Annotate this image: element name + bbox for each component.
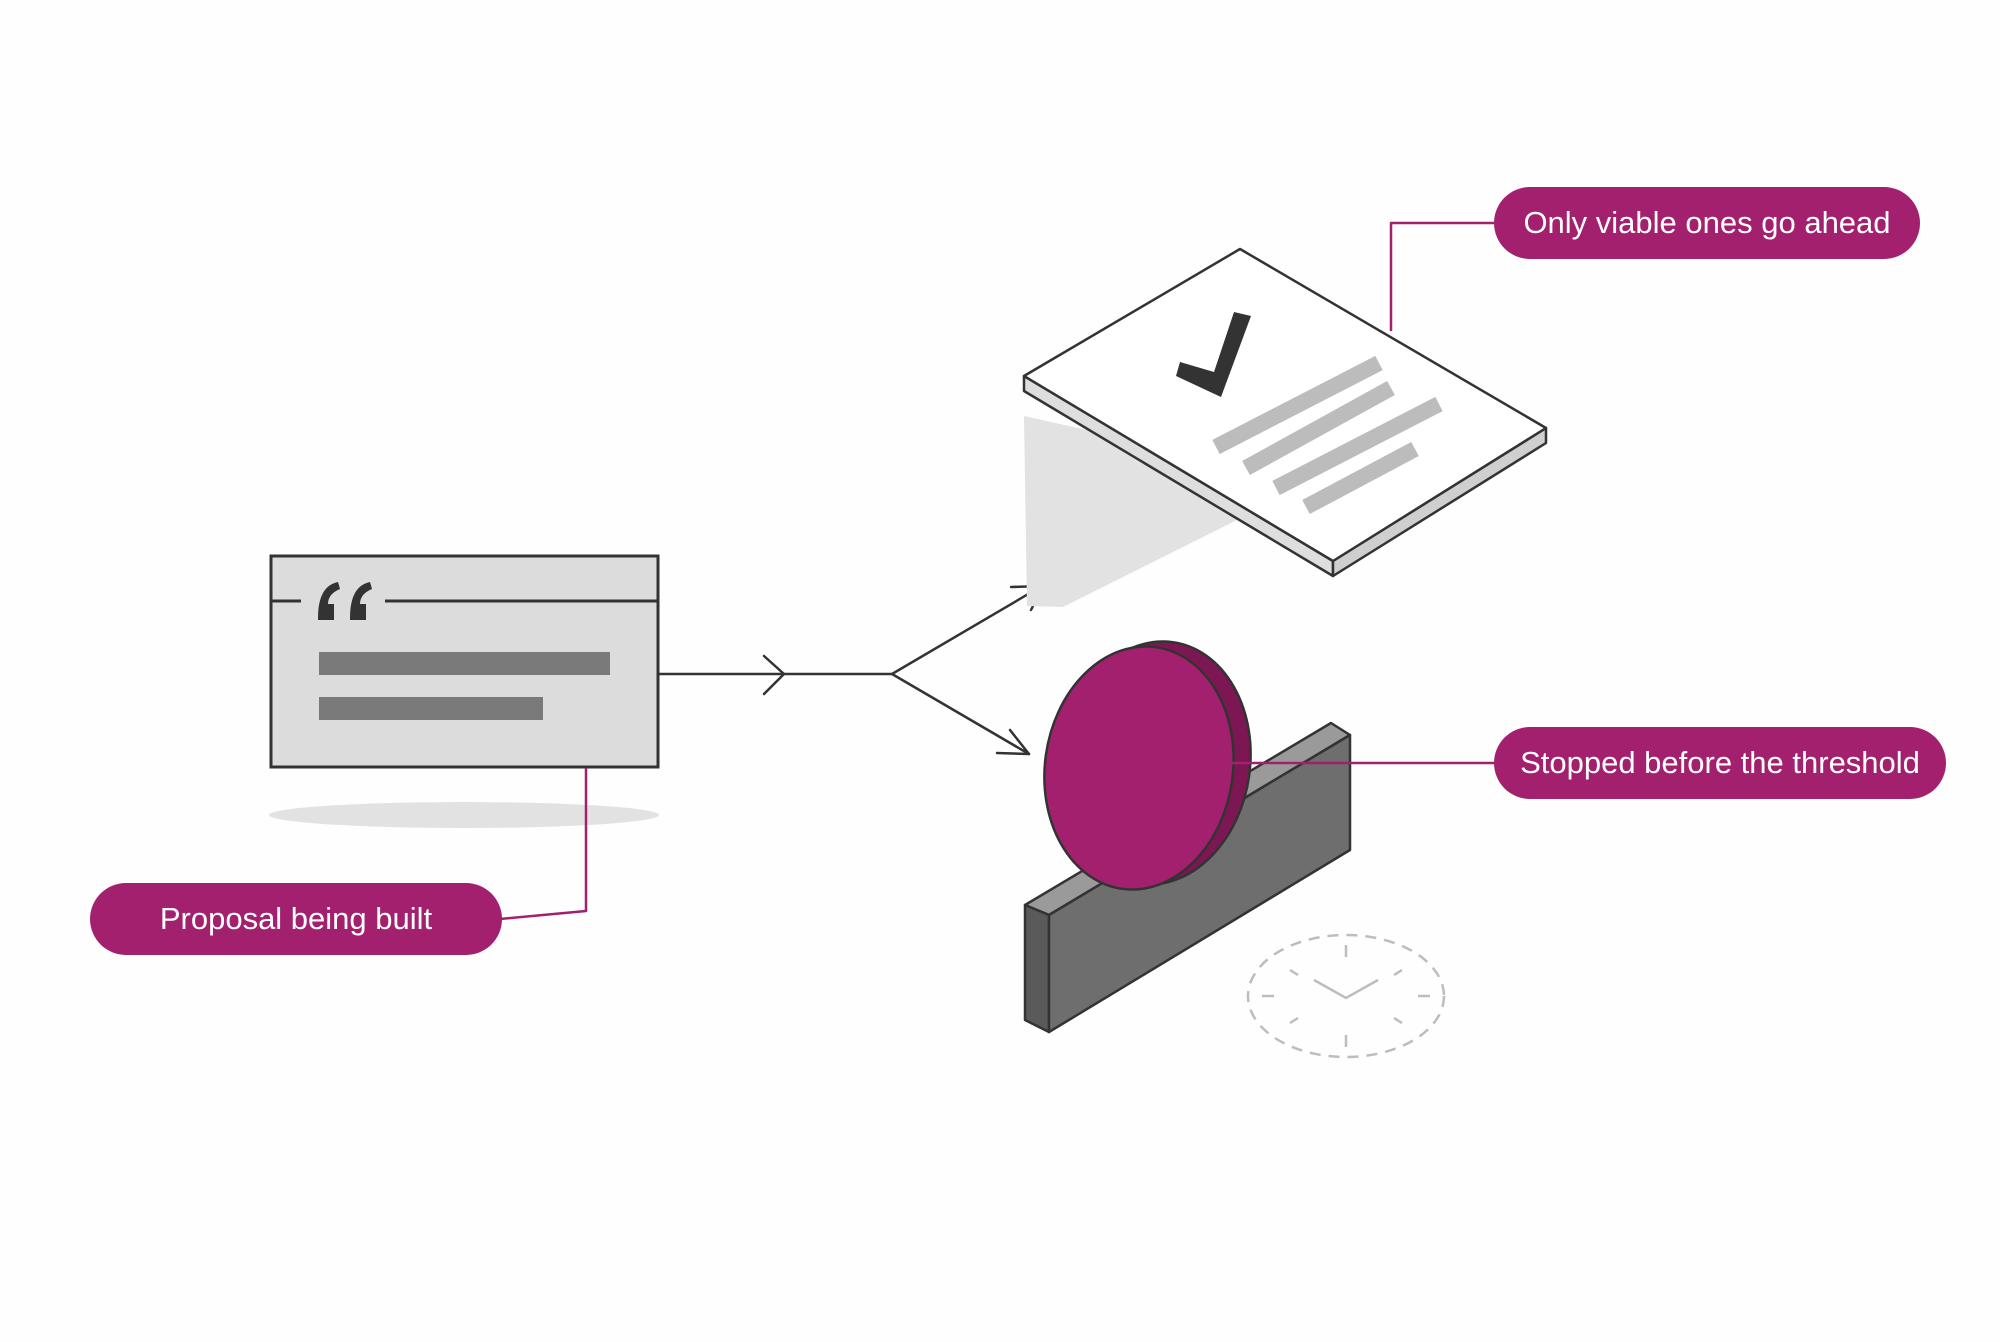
checkmark-icon — [1176, 312, 1251, 397]
stopped-label: Stopped before the threshold — [1494, 727, 1946, 799]
wall-front — [1023, 903, 1051, 1034]
proposal-leader-line — [499, 768, 588, 921]
clock-icon — [1246, 933, 1446, 1059]
wall-side — [1047, 733, 1352, 1034]
proposal-card — [269, 554, 660, 769]
disc-stop-icon — [1043, 640, 1252, 891]
document-text-lines — [1212, 355, 1443, 515]
approved-document — [1022, 247, 1548, 607]
clock-hands — [1313, 978, 1379, 1000]
proposal-card-shadow — [269, 802, 659, 828]
card-text-line-2 — [319, 697, 543, 720]
branch-down-line — [890, 672, 1031, 756]
disc-face — [1043, 645, 1235, 891]
branch-down-arrowhead — [995, 728, 1031, 756]
clock-face — [1246, 933, 1446, 1059]
document-shadow — [1024, 416, 1315, 607]
viable-label: Only viable ones go ahead — [1494, 187, 1920, 259]
card-text-line-1 — [319, 652, 610, 675]
viable-leader-line — [1389, 221, 1494, 331]
proposal-label: Proposal being built — [90, 883, 502, 955]
main-flow-chevron — [762, 654, 786, 696]
quote-icon — [318, 582, 372, 620]
